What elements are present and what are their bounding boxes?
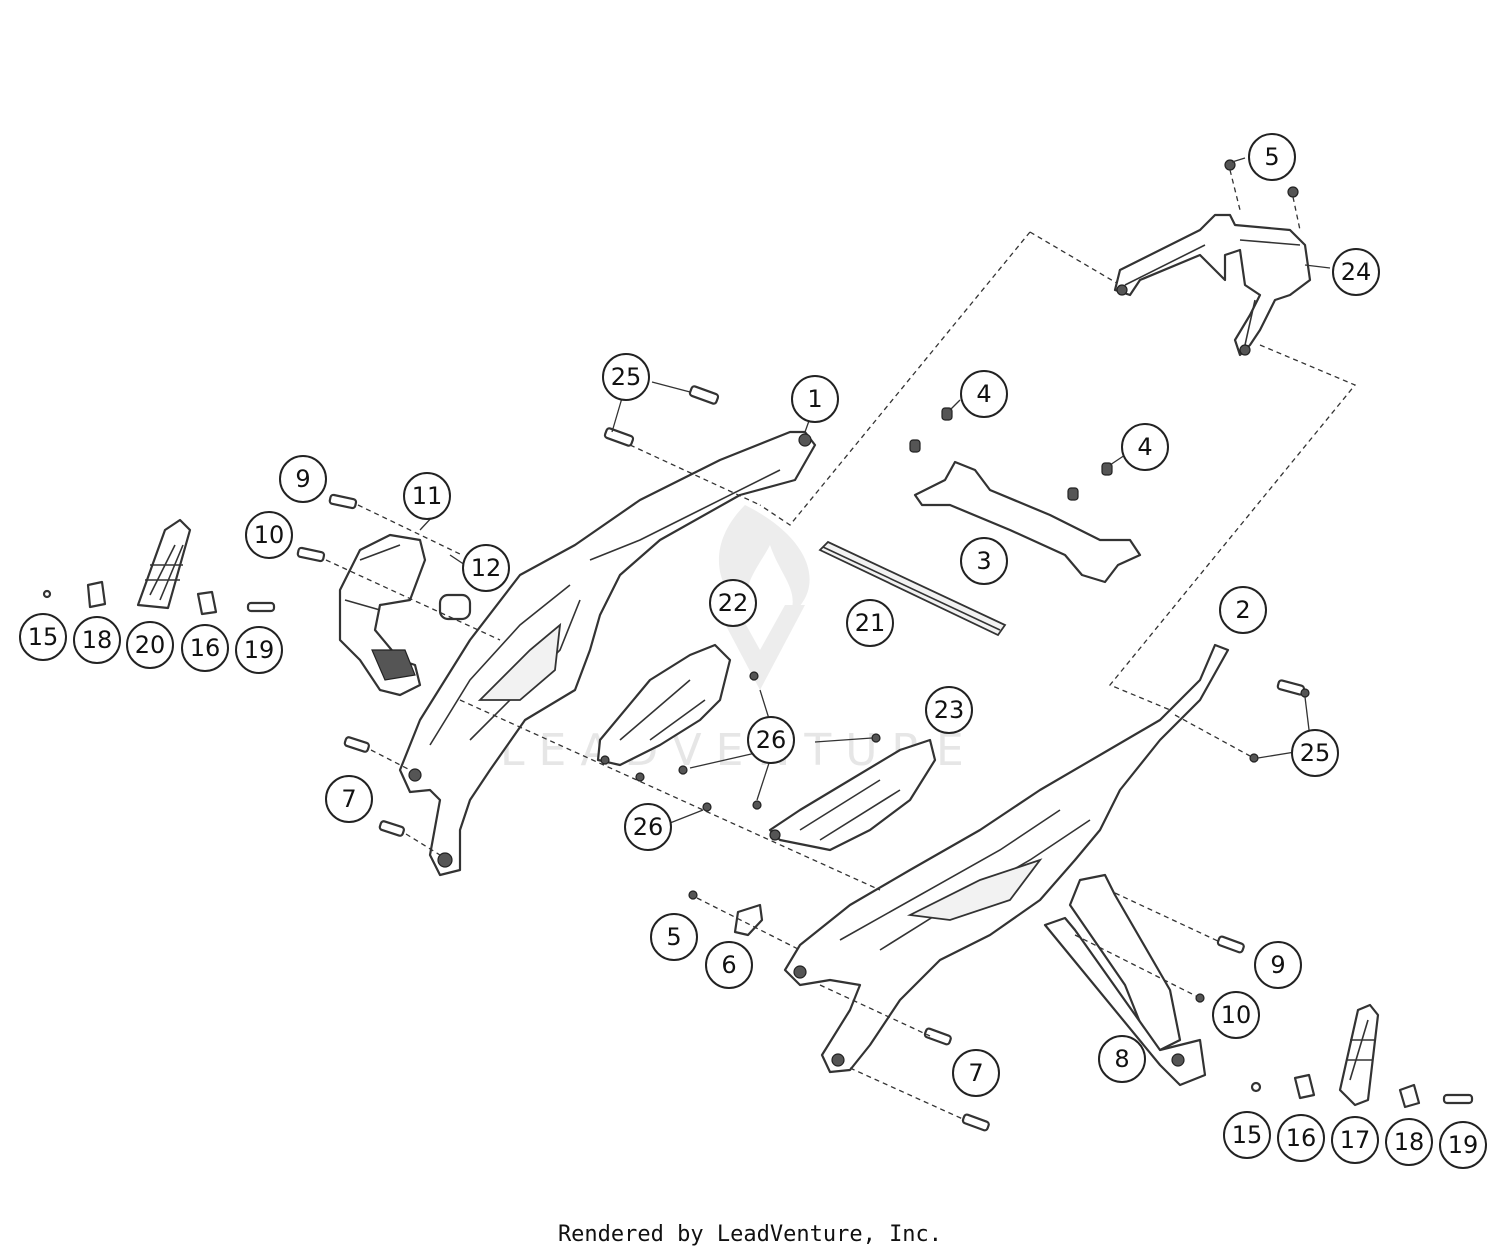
callout-16-right: 16	[1277, 1114, 1325, 1162]
svg-text:12: 12	[471, 554, 502, 582]
part-11-footpeg-bracket-left	[338, 533, 472, 697]
part-1-left-subframe	[398, 430, 817, 877]
bolts-7-left	[343, 736, 441, 856]
callout-15-left: 15	[19, 613, 67, 661]
part-23-cover-right	[768, 738, 937, 852]
svg-text:10: 10	[1221, 1001, 1252, 1029]
svg-text:16: 16	[190, 634, 221, 662]
svg-text:19: 19	[1448, 1131, 1479, 1159]
svg-text:25: 25	[1300, 739, 1331, 767]
svg-text:26: 26	[756, 726, 787, 754]
part-4-dampers	[909, 407, 1113, 501]
part-21-rubber-strip	[818, 540, 1007, 637]
callout-7-left: 7	[325, 775, 373, 823]
callout-9-right: 9	[1254, 941, 1302, 989]
callout-12: 12	[462, 544, 510, 592]
fasteners-26	[635, 671, 881, 824]
svg-text:8: 8	[1114, 1045, 1129, 1073]
part-2-right-subframe	[783, 643, 1230, 1087]
callout-18-right: 18	[1385, 1118, 1433, 1166]
part-22-cover-left	[596, 643, 732, 767]
svg-text:5: 5	[1264, 143, 1279, 171]
svg-text:21: 21	[855, 609, 886, 637]
part-17-footpeg-right	[1250, 1003, 1474, 1109]
callout-26-upper: 26	[747, 716, 795, 764]
callout-25-left: 25	[602, 353, 650, 401]
svg-text:6: 6	[721, 951, 736, 979]
part-24-rear-carrier	[1113, 213, 1312, 357]
svg-text:10: 10	[254, 521, 285, 549]
bolts-9-10-left	[296, 493, 501, 641]
svg-text:5: 5	[666, 923, 681, 951]
callout-1: 1	[791, 375, 839, 423]
svg-text:15: 15	[28, 623, 59, 651]
callout-4-upper: 4	[960, 370, 1008, 418]
callout-20: 20	[126, 621, 174, 669]
callout-15-right: 15	[1223, 1111, 1271, 1159]
svg-text:17: 17	[1340, 1126, 1371, 1154]
callout-10-right: 10	[1212, 991, 1260, 1039]
svg-text:2: 2	[1235, 596, 1250, 624]
svg-text:9: 9	[1270, 951, 1285, 979]
svg-text:25: 25	[611, 363, 642, 391]
svg-text:22: 22	[718, 589, 749, 617]
svg-text:18: 18	[1394, 1128, 1425, 1156]
callout-2: 2	[1219, 586, 1267, 634]
callout-11: 11	[403, 472, 451, 520]
callout-6: 6	[705, 941, 753, 989]
svg-text:4: 4	[1137, 433, 1152, 461]
svg-text:9: 9	[295, 465, 310, 493]
callout-4-lower: 4	[1121, 423, 1169, 471]
callout-26-lower: 26	[624, 803, 672, 851]
callout-10-left: 10	[245, 511, 293, 559]
fasteners-25-left	[603, 385, 761, 506]
svg-text:7: 7	[341, 785, 356, 813]
callout-19-left: 19	[235, 626, 283, 674]
bolts-7-right	[819, 984, 990, 1132]
callout-9-left: 9	[279, 455, 327, 503]
svg-text:1: 1	[807, 385, 822, 413]
svg-text:16: 16	[1286, 1124, 1317, 1152]
svg-text:11: 11	[412, 482, 443, 510]
callout-23: 23	[925, 686, 973, 734]
svg-text:3: 3	[976, 547, 991, 575]
svg-text:24: 24	[1341, 258, 1372, 286]
callout-5-top: 5	[1248, 133, 1296, 181]
callout-8: 8	[1098, 1035, 1146, 1083]
fasteners-25-right	[1174, 679, 1311, 763]
svg-text:20: 20	[135, 631, 166, 659]
callout-18-left: 18	[73, 616, 121, 664]
footer-credit: Rendered by LeadVenture, Inc.	[557, 1222, 943, 1247]
callout-16-left: 16	[181, 624, 229, 672]
svg-text:19: 19	[244, 636, 275, 664]
callout-7-right: 7	[952, 1049, 1000, 1097]
svg-text:26: 26	[633, 813, 664, 841]
callout-3: 3	[960, 537, 1008, 585]
assembly-outline	[759, 231, 1357, 713]
callout-5-lower: 5	[650, 913, 698, 961]
part-3-plate	[913, 460, 1142, 584]
part-20-footpeg-left	[42, 518, 276, 616]
svg-text:7: 7	[968, 1059, 983, 1087]
bolts-9-10-right	[1074, 892, 1245, 1003]
callout-24: 24	[1332, 248, 1380, 296]
callout-21: 21	[846, 599, 894, 647]
callout-19-right: 19	[1439, 1121, 1487, 1169]
svg-text:18: 18	[82, 626, 113, 654]
svg-text:4: 4	[976, 380, 991, 408]
callout-25-right: 25	[1291, 729, 1339, 777]
svg-text:23: 23	[934, 696, 965, 724]
callout-17: 17	[1331, 1116, 1379, 1164]
parts-5-6-lower	[459, 699, 881, 951]
callout-22: 22	[709, 579, 757, 627]
svg-text:15: 15	[1232, 1121, 1263, 1149]
